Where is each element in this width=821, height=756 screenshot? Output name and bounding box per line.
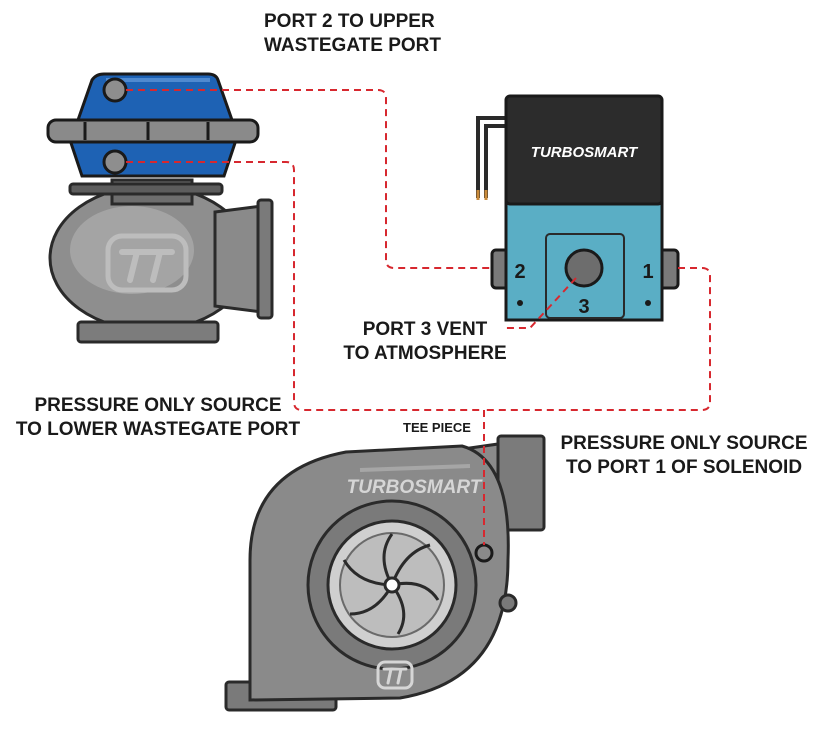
upper-wastegate-port	[102, 77, 128, 103]
turbo-logo-icon	[376, 660, 414, 690]
tee-piece-label: TEE PIECE	[392, 420, 482, 436]
lower-port-label: PRESSURE ONLY SOURCE TO LOWER WASTEGATE …	[14, 394, 302, 442]
wastegate	[46, 72, 274, 344]
turbocharger: TURBOSMART	[224, 434, 546, 712]
lower-label-line1: PRESSURE ONLY SOURCE	[34, 395, 282, 416]
port3-vent-label: PORT 3 VENT TO ATMOSPHERE	[340, 318, 510, 366]
port2-label-line1: PORT 2 TO UPPER	[264, 11, 435, 32]
line-port3-vent	[505, 277, 577, 329]
wastegate-logo-icon	[105, 233, 189, 293]
port2-label: PORT 2 TO UPPER WASTEGATE PORT	[264, 10, 444, 58]
line-port2-upper	[126, 89, 492, 269]
vacuum-lines	[126, 89, 711, 545]
tee-label-text: TEE PIECE	[403, 420, 471, 435]
port-1-label: 1	[642, 261, 653, 283]
lower-wastegate-port	[102, 149, 128, 175]
port2-label-line2: WASTEGATE PORT	[264, 35, 441, 56]
port1-label-line2: TO PORT 1 OF SOLENOID	[565, 457, 803, 478]
port3-label-line1: PORT 3 VENT	[362, 319, 488, 340]
port1-label-line1: PRESSURE ONLY SOURCE	[560, 433, 808, 454]
solenoid-port-3	[564, 248, 604, 288]
port-2-label: 2	[514, 261, 525, 283]
port3-label-line2: TO ATMOSPHERE	[343, 343, 507, 364]
line-port1-to-tee	[484, 267, 711, 411]
line-lower-to-tee	[126, 161, 484, 411]
port1-label: PRESSURE ONLY SOURCE TO PORT 1 OF SOLENO…	[560, 432, 808, 480]
port-3-label: 3	[578, 296, 589, 318]
lower-label-line2: TO LOWER WASTEGATE PORT	[15, 419, 301, 440]
turbo-brand: TURBOSMART	[347, 477, 483, 498]
tee-piece-port	[474, 543, 494, 563]
boost-solenoid: TURBOSMART 2 1 3	[476, 94, 680, 322]
solenoid-brand: TURBOSMART	[531, 144, 639, 161]
